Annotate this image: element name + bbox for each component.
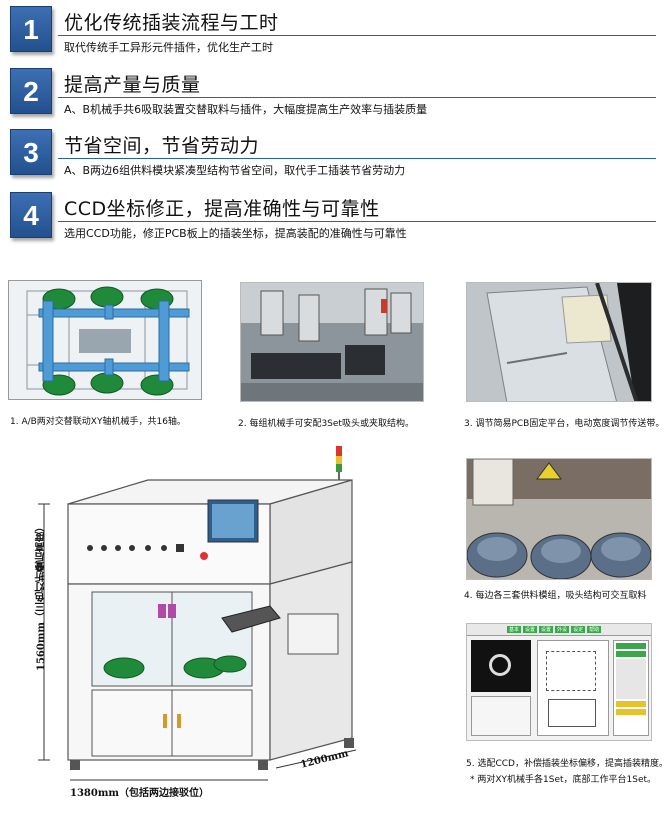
divider [58,221,656,222]
height-dimension-label: 1560mm（三色灯折叠后高度） [36,522,47,671]
software-tab[interactable]: 帮助 [587,626,602,633]
photo-caption-5: 5. 选配CCD，补偿插装坐标偏移，提高插装精度。 [466,759,668,769]
software-tab[interactable]: 设置 [523,626,538,633]
feature-number: 2 [10,68,52,114]
feature-number: 4 [10,192,52,238]
pcb-platform-photo [466,282,652,402]
feature-number: 1 [10,6,52,52]
software-tab[interactable]: 设定 [571,626,586,633]
photo-caption-1: 1. A/B两对交替联动XY轴机械手，共16轴。 [10,417,186,427]
feature-title: CCD坐标修正，提高准确性与可靠性 [64,198,380,220]
feature-description: A、B机械手共6吸取装置交替取料与插件，大幅度提高生产效率与插装质量 [64,103,428,116]
pcb-view [537,640,609,736]
photo-caption-2: 2. 每组机械手可安配3Set吸头或夹取结构。 [238,419,414,429]
divider [58,158,656,159]
photo-caption-3: 3. 调节简易PCB固定平台，电动宽度调节传送带。 [464,419,665,429]
width-dimension-label: 1380mm（包括两边接驳位） [70,788,209,799]
xy-manipulator-diagram [8,280,202,400]
feature-title: 提高产量与质量 [64,74,201,96]
divider [58,35,656,36]
feature-3: 3 节省空间，节省劳动力 A、B两边6组供料模块紧凑型结构节省空间，取代手工插装… [10,129,656,177]
feature-description: 取代传统手工异形元件插件，优化生产工时 [64,41,273,54]
software-tab[interactable]: 设置 [539,626,554,633]
feature-title: 优化传统插装流程与工时 [64,12,279,34]
feature-number: 3 [10,129,52,175]
feature-description: A、B两边6组供料模块紧凑型结构节省空间，取代手工插装节省劳动力 [64,164,406,177]
software-tab[interactable]: 外设 [555,626,570,633]
divider [58,97,656,98]
feature-1: 1 优化传统插装流程与工时 取代传统手工异形元件插件，优化生产工时 [10,6,656,54]
control-panel [613,640,649,736]
manipulator-heads-photo [240,282,424,402]
photo-caption-4: 4. 每边各三套供料模组，吸头结构可交互取料 [464,591,647,601]
footnote: * 两对XY机械手各1Set，底部工作平台1Set。 [470,775,657,785]
software-tab[interactable]: 基本 [507,626,522,633]
feature-4: 4 CCD坐标修正，提高准确性与可靠性 选用CCD功能，修正PCB板上的插装坐标… [10,192,656,240]
machine-drawing: 1560mm（三色灯折叠后高度） 1380mm（包括两边接驳位） 1200mm [8,432,456,802]
feature-description: 选用CCD功能，修正PCB板上的插装坐标，提高装配的准确性与可靠性 [64,227,407,240]
feeder-modules-photo [466,458,652,580]
feature-2: 2 提高产量与质量 A、B机械手共6吸取装置交替取料与插件，大幅度提高生产效率与… [10,68,656,116]
camera-view [471,640,531,692]
ccd-software-screenshot: 基本 设置 设置 外设 设定 帮助 [466,623,652,741]
feature-title: 节省空间，节省劳动力 [64,135,260,157]
camera-view-2 [471,696,531,736]
